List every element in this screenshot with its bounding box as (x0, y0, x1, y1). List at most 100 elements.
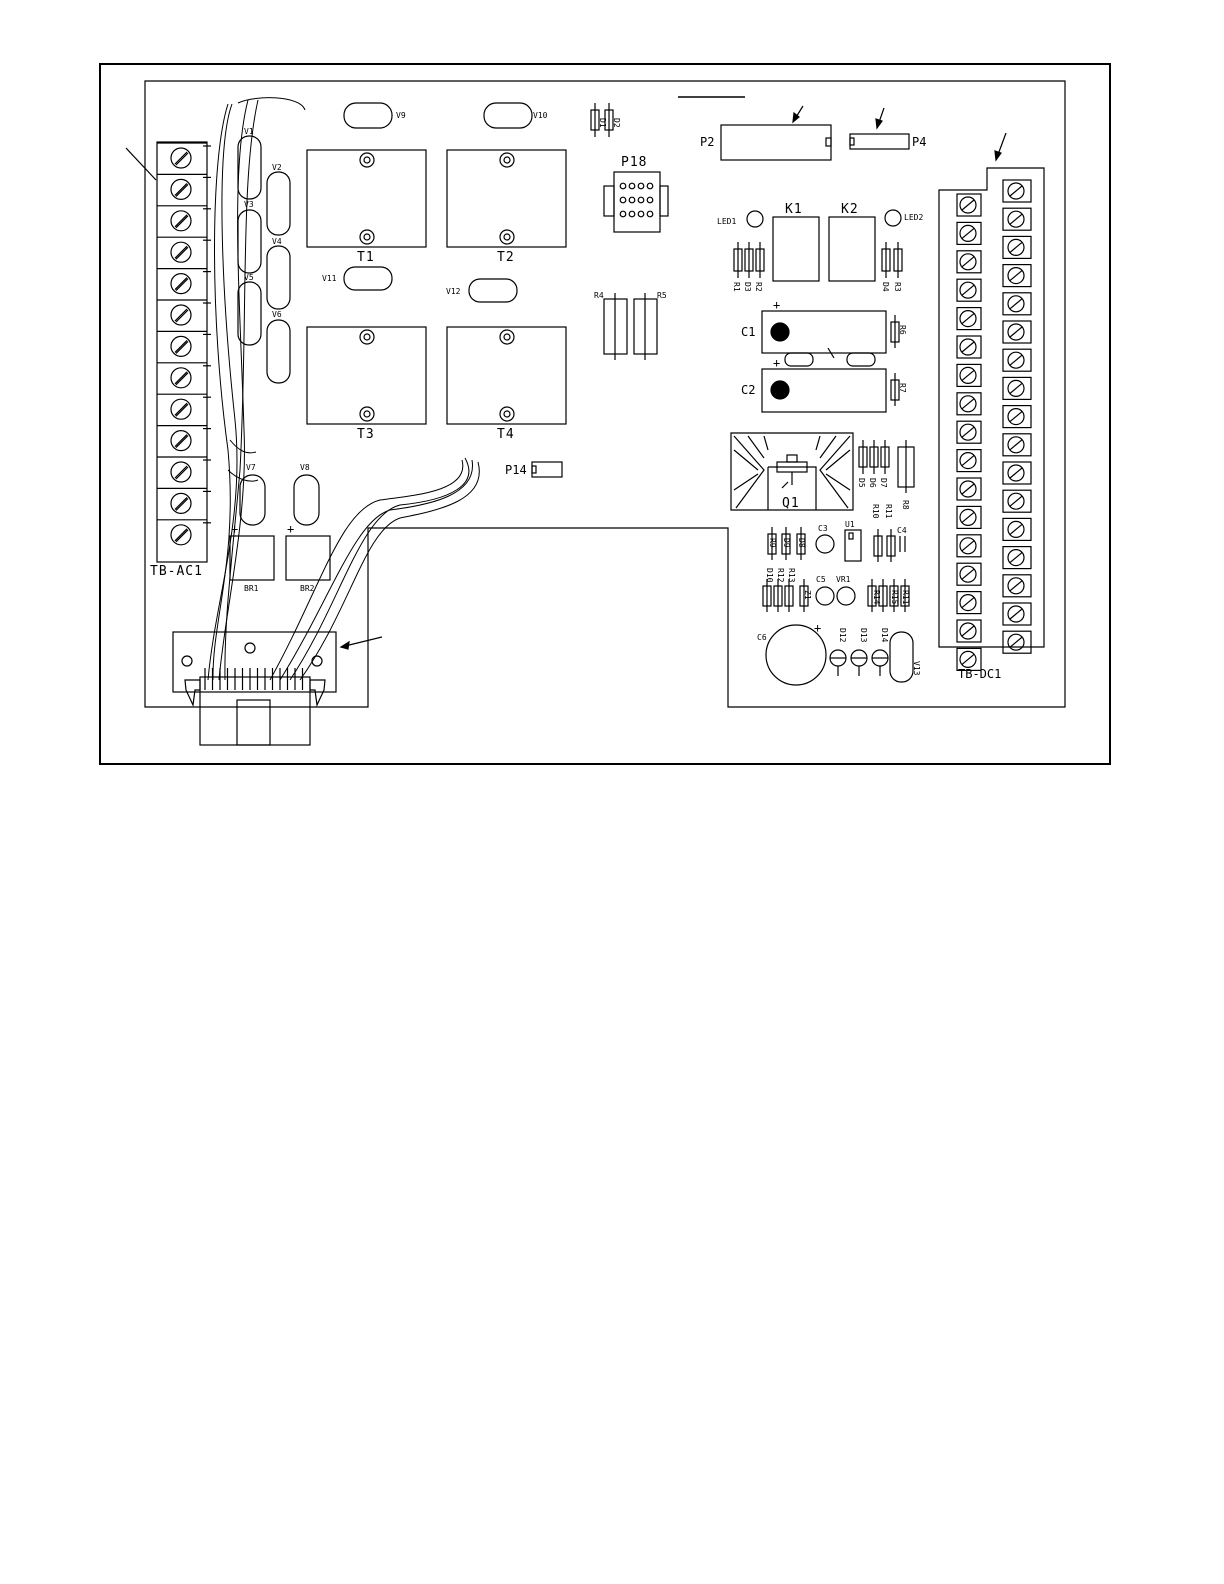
diode-group-d5-d7: D5 D6 D7 R8 (857, 440, 914, 510)
p4-connector: P4 (850, 134, 926, 149)
svg-text:R4: R4 (594, 291, 604, 300)
svg-text:P18: P18 (621, 155, 647, 170)
p18-pin (620, 183, 626, 189)
svg-text:+: + (287, 522, 294, 536)
svg-text:C2: C2 (741, 383, 755, 397)
diodes-d1-d2: D1 D2 (591, 103, 621, 137)
svg-text:R5: R5 (657, 291, 667, 300)
resistors-r4-r5: R4 R5 (594, 291, 667, 360)
svg-text:D1: D1 (598, 118, 607, 128)
svg-text:V13: V13 (912, 661, 921, 676)
svg-text:Q1: Q1 (782, 496, 800, 511)
svg-text:D8: D8 (797, 538, 806, 548)
tb-dc1-label: TB-DC1 (958, 667, 1001, 681)
diode-label: D12 (838, 628, 847, 643)
transformers: T1 T2 T3 T4 (307, 150, 566, 442)
svg-text:R3: R3 (893, 282, 902, 292)
mounting-nut-icon (360, 153, 374, 167)
svg-text:D10: D10 (765, 568, 774, 583)
lower-components: D10 R12 R13 Z1 C5 VR1 R14 R15 R11 (763, 568, 910, 612)
svg-text:V1: V1 (244, 127, 254, 136)
p18-pin (629, 197, 635, 203)
svg-text:D5: D5 (857, 478, 866, 488)
svg-text:LED2: LED2 (904, 213, 923, 222)
tb-ac1-pointer (126, 148, 156, 180)
p14-connector: P14 (505, 462, 562, 477)
svg-text:BR1: BR1 (244, 584, 259, 593)
tb-dc1-terminal-block: TB-DC1 (939, 168, 1044, 681)
p2-connector: P2 (700, 125, 831, 160)
svg-text:+: + (773, 298, 780, 312)
svg-text:BR2: BR2 (300, 584, 315, 593)
varistors-top: V9 V10 V11 V12 (322, 103, 548, 302)
p18-pin (620, 197, 626, 203)
p18-pin (647, 211, 653, 217)
relays: K1 K2 (773, 202, 875, 281)
p18-pin (638, 211, 644, 217)
p18-pin (638, 183, 644, 189)
svg-text:D6: D6 (868, 478, 877, 488)
svg-text:R12: R12 (776, 568, 785, 583)
svg-text:C6: C6 (757, 633, 767, 642)
q1-heatsink: Q1 (731, 433, 853, 511)
diode-label: D14 (880, 628, 889, 643)
p18-pin (647, 197, 653, 203)
p18-pin (629, 211, 635, 217)
bottom-connector (173, 632, 336, 745)
svg-text:R1: R1 (732, 282, 741, 292)
board-outline (145, 81, 1065, 707)
svg-text:D3: D3 (743, 282, 752, 292)
svg-text:D7: D7 (879, 478, 888, 488)
mounting-nut-icon (500, 230, 514, 244)
svg-text:R9: R9 (768, 538, 777, 548)
svg-text:R15: R15 (890, 590, 899, 605)
svg-text:V7: V7 (246, 463, 256, 472)
svg-text:Z1: Z1 (803, 590, 812, 600)
svg-text:+: + (773, 356, 780, 370)
svg-text:R14: R14 (872, 590, 881, 605)
svg-text:V8: V8 (300, 463, 310, 472)
svg-text:R2: R2 (754, 282, 763, 292)
resistor-group-right: D4 R3 (881, 242, 902, 292)
svg-text:P14: P14 (505, 463, 527, 477)
mounting-nut-icon (360, 407, 374, 421)
svg-text:V6: V6 (272, 310, 282, 319)
svg-text:R6: R6 (898, 325, 907, 335)
p18-pin (629, 183, 635, 189)
svg-text:R11: R11 (901, 590, 910, 605)
p18-pin (620, 211, 626, 217)
svg-text:C1: C1 (741, 325, 755, 339)
svg-text:C5: C5 (816, 575, 826, 584)
svg-text:D4: D4 (881, 282, 890, 292)
svg-text:T3: T3 (357, 427, 375, 442)
svg-text:R13: R13 (787, 568, 796, 583)
svg-text:T2: T2 (497, 250, 515, 265)
svg-text:+: + (814, 621, 821, 635)
svg-text:LED1: LED1 (717, 217, 736, 226)
svg-text:+: + (231, 522, 238, 536)
mounting-nut-icon (500, 330, 514, 344)
tb-ac1-terminal-block: TB-AC1 (150, 142, 211, 579)
svg-text:R8: R8 (901, 500, 910, 510)
tb-ac1-label: TB-AC1 (150, 564, 203, 579)
mounting-nut-icon (360, 230, 374, 244)
svg-text:T4: T4 (497, 427, 515, 442)
svg-text:V5: V5 (244, 273, 254, 282)
svg-text:V12: V12 (446, 287, 461, 296)
p18-pin (638, 197, 644, 203)
mounting-nut-icon (500, 407, 514, 421)
svg-text:C4: C4 (897, 526, 907, 535)
svg-text:K2: K2 (841, 202, 859, 217)
control-components: R10 R11 C4 U1 C3 R9 D9 D8 (768, 504, 907, 562)
svg-text:V4: V4 (272, 237, 282, 246)
p18-connector: P18 (604, 155, 668, 232)
svg-text:V3: V3 (244, 200, 254, 209)
svg-text:U1: U1 (845, 520, 855, 529)
svg-text:V9: V9 (396, 111, 406, 120)
svg-text:VR1: VR1 (836, 575, 851, 584)
svg-text:D2: D2 (612, 118, 621, 128)
p18-pin (647, 183, 653, 189)
resistor-group-left: R1 D3 R2 (732, 242, 764, 292)
svg-text:R7: R7 (898, 383, 907, 393)
